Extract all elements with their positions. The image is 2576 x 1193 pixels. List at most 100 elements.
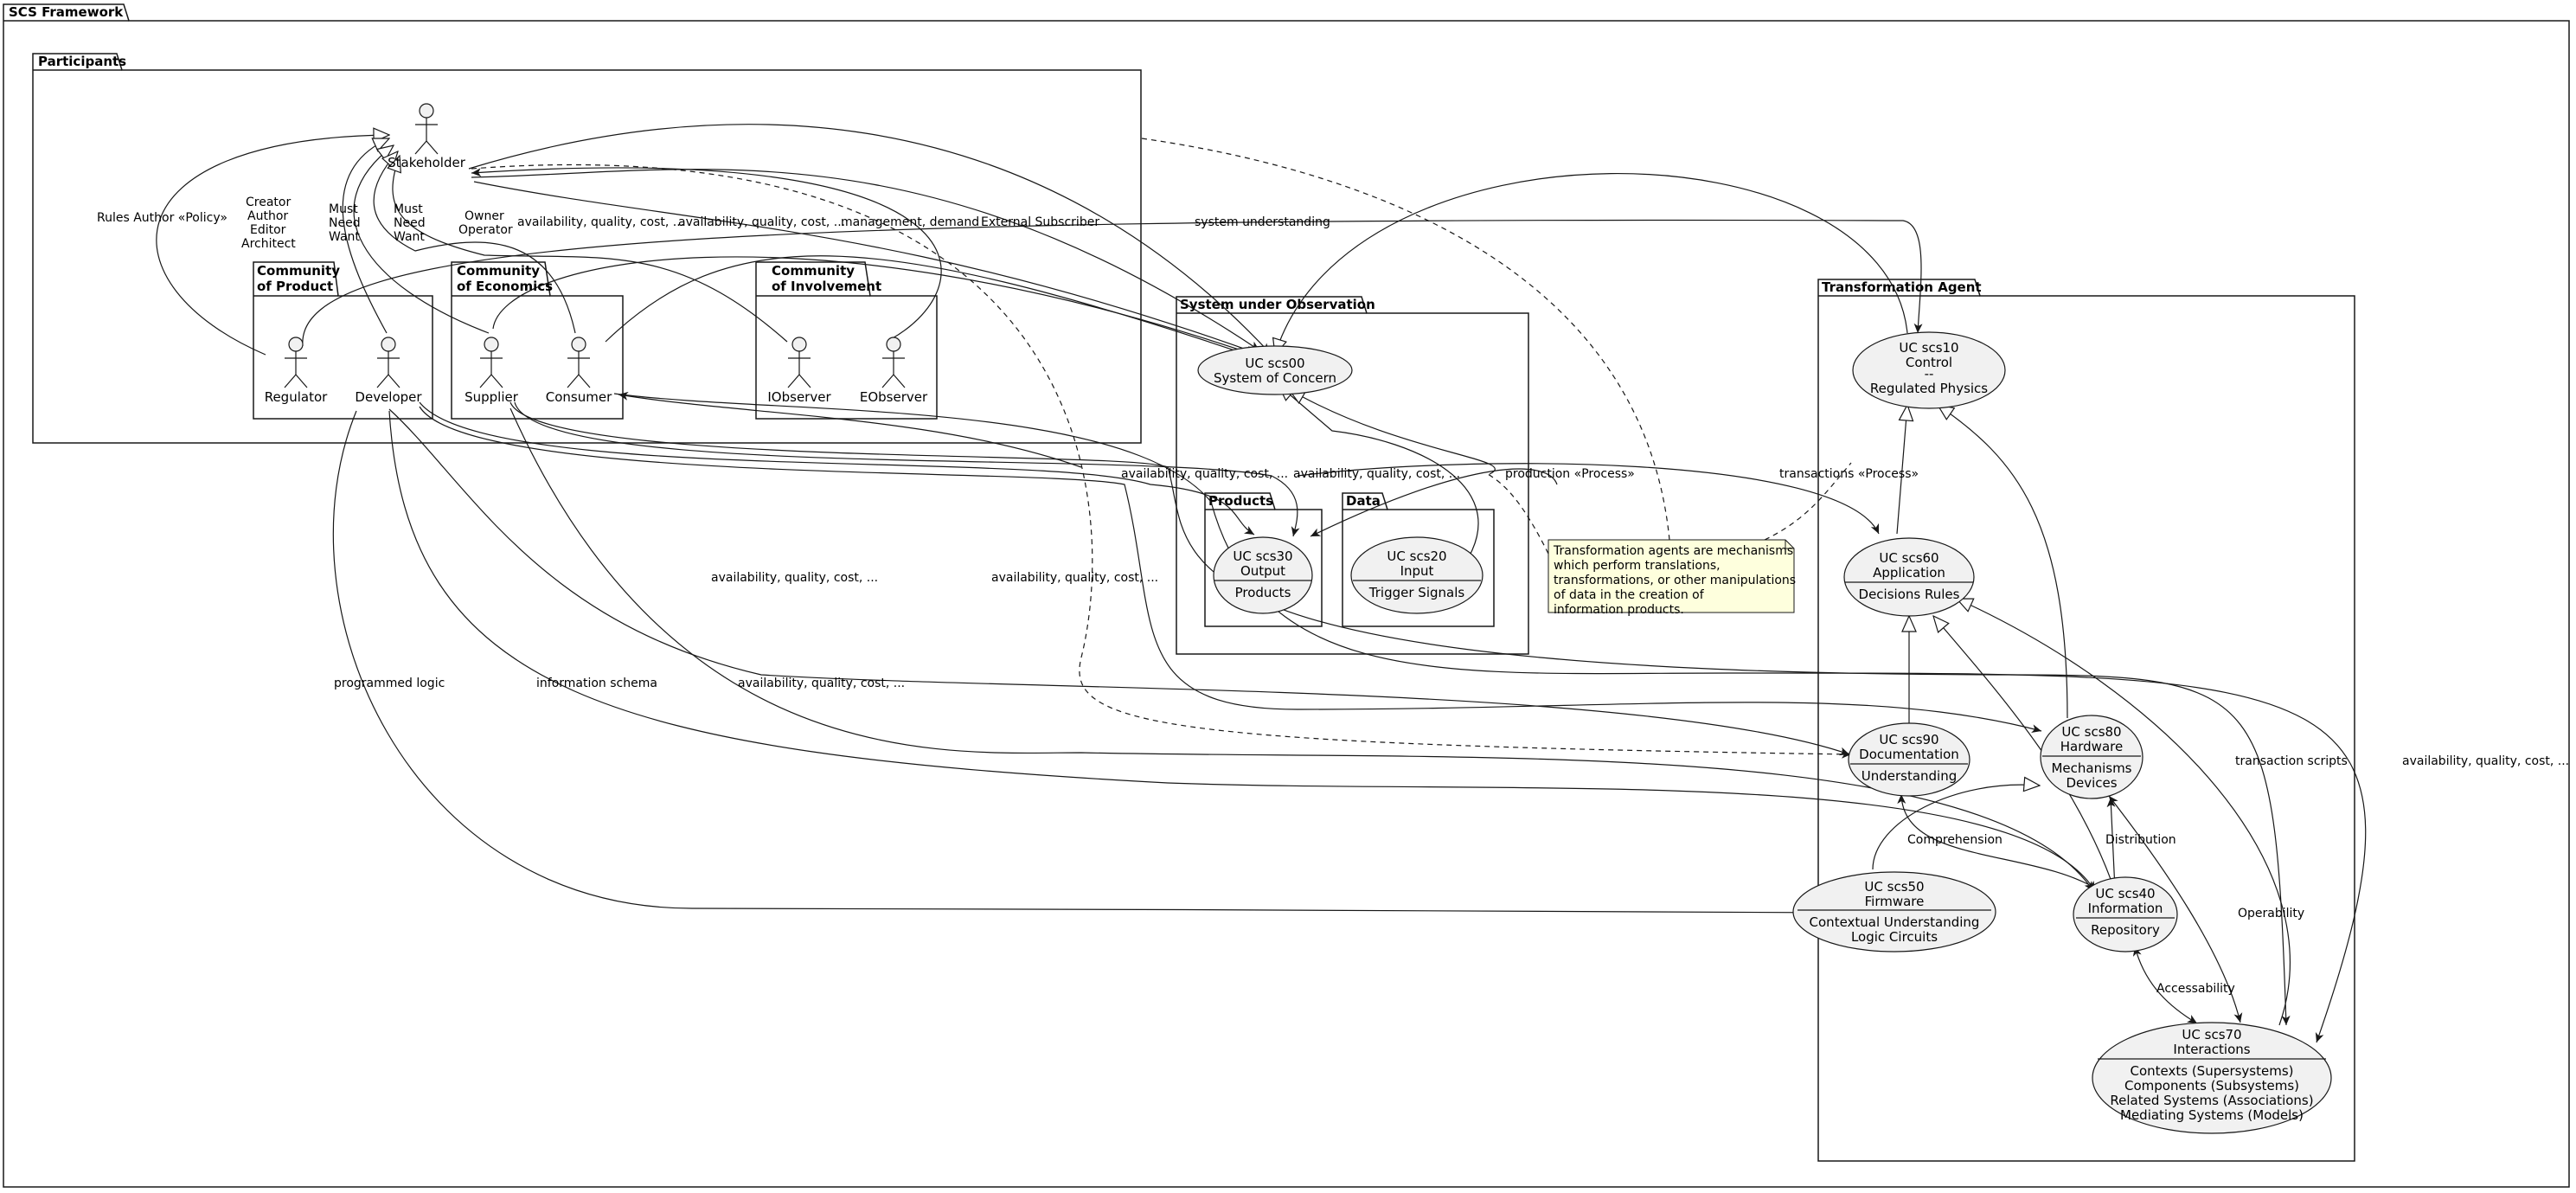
note-transformation-agents: Transformation agents are mechanisms whi… [1548,539,1796,617]
edge-supplier-scs70 [509,401,2291,1026]
package-community-product: Community of Product [253,261,433,420]
edge-supplier-scs00 [473,181,1257,354]
usecase-scs00: UC scs00 System of Concern [1197,345,1353,395]
edge-economics-scs00 [492,256,1255,356]
uc-scs00-title: UC scs00 [1245,356,1304,371]
uc-scs10-detail: Regulated Physics [1870,381,1988,396]
label-mnw2-3: Want [394,230,425,244]
uc-scs10-title: UC scs10 [1899,340,1958,356]
actor-name-regulator: Regulator [265,389,328,405]
uc-scs70-title: UC scs70 [2182,1027,2241,1042]
uc-scs60-detail: Decisions Rules [1859,587,1960,602]
edge-supplier-scs80 [419,406,2042,734]
label-aqc-5: availability, quality, cost, ... [711,571,878,585]
edge-supplier-stakeholder [353,145,490,334]
note-line-4: of data in the creation of [1554,588,1705,602]
edge-consumer-stakeholder [373,151,576,334]
uc-scs30-title: UC scs30 [1233,548,1292,564]
usecase-scs10: UC scs10 Control -- Regulated Physics [1852,331,2006,409]
actor-eobserver: EObserver [860,337,928,405]
usecase-scs20: UC scs20 Input Trigger Signals [1350,536,1483,614]
edge-note-data [1487,473,1549,555]
edge-scs40-scs90 [1897,793,2101,892]
usecase-scs50: UC scs50 Firmware Contextual Understandi… [1792,871,1996,952]
usecase-scs70: UC scs70 Interactions Contexts (Supersys… [2092,1022,2332,1134]
label-aqc-6: availability, quality, cost, ... [991,571,1158,585]
edge-scs40-scs70 [2132,946,2198,1024]
uc-scs80-title: UC scs80 [2061,724,2121,740]
package-title-products: Products [1208,493,1273,509]
label-production-process: production «Process» [1505,467,1635,481]
uc-scs40-name: Information [2088,901,2163,916]
edge-consumer-scs00 [605,255,1253,358]
uc-scs50-title: UC scs50 [1864,879,1924,895]
label-information-schema: information schema [536,677,657,690]
uc-scs70-detail-3: Related Systems (Associations) [2110,1093,2313,1108]
uc-scs50-name: Firmware [1865,894,1925,909]
note-line-2: which perform translations, [1554,559,1721,573]
package-title-framework: SCS Framework [9,4,124,20]
package-title-sou: System under Observation [1180,297,1375,312]
edge-scs50-scs80 [1872,785,2040,870]
uc-scs10-name: Control [1906,355,1952,370]
actor-name-consumer: Consumer [546,389,612,405]
uc-scs40-detail: Repository [2091,922,2160,938]
edge-scs60-scs10 [1896,405,1907,535]
label-mnw2-2: Need [394,216,426,230]
package-title-involvement-1: Community [772,263,855,279]
uc-scs20-title: UC scs20 [1387,548,1446,564]
label-transactions-process: transactions «Process» [1779,467,1919,481]
package-title-participants: Participants [38,54,126,69]
label-mnw1-1: Must [329,202,358,216]
label-comprehension: Comprehension [1907,833,2002,847]
edge-scs20-scs00 [1278,385,1479,555]
package-title-economics-2: of Economics [457,279,553,294]
actor-iobserver: IObserver [767,337,831,405]
edge-note-participants [1141,138,1670,541]
note-line-3: transformations, or other manipulations [1554,574,1796,587]
edge-developer-scs30 [419,401,1255,536]
actor-name-iobserver: IObserver [767,389,831,405]
edge-regulator-scs10 [302,219,1923,347]
uc-scs30-detail: Products [1235,585,1291,600]
edge-supplier-scs30 [514,401,1300,537]
package-transformation-agent: Transformation Agent [1817,279,2355,1162]
uc-scs50-detail-1: Contextual Understanding [1810,914,1980,930]
uc-scs10-sep: -- [1925,366,1934,382]
edge-developer-scs40 [388,410,2096,892]
edge-stakeholder-scs90 [471,164,1852,759]
label-creator-4: Architect [241,237,296,251]
uc-scs60-title: UC scs60 [1879,550,1938,566]
package-data: Data [1342,492,1495,627]
package-title-data: Data [1346,493,1381,509]
edge-production-scs30 [1310,468,1558,537]
edge-developer-stakeholder [342,138,389,334]
uc-scs70-detail-2: Components (Subsystems) [2124,1078,2299,1094]
label-mnw1-2: Need [329,216,361,230]
label-distribution: Distribution [2105,833,2176,847]
label-programmed-logic: programmed logic [334,677,445,690]
package-scs-framework: SCS Framework [3,3,2570,1188]
label-aqc-2: availability, quality, cost, ... [678,215,845,229]
uc-scs20-name: Input [1400,563,1434,579]
uc-scs70-detail-4: Mediating Systems (Models) [2120,1107,2304,1123]
usecase-scs90: UC scs90 Documentation Understanding [1848,722,1970,797]
label-aqc-1: availability, quality, cost, ... [517,215,684,229]
usecase-scs40: UC scs40 Information Repository [2073,876,2178,952]
label-aqc-4: availability, quality, cost, ... [1293,467,1460,481]
package-community-economics: Community of Economics [451,261,624,420]
actor-regulator: Regulator [265,337,328,405]
uc-scs60-name: Application [1873,565,1945,580]
label-creator-1: Creator [246,196,291,209]
package-title-product-1: Community [257,263,340,279]
label-accessability: Accessability [2156,982,2235,996]
uc-scs80-name: Hardware [2060,739,2123,754]
uc-scs90-title: UC scs90 [1879,732,1938,747]
label-operator: Operator [458,223,513,237]
package-title-product-2: of Product [257,279,333,294]
package-title-agent: Transformation Agent [1822,279,1982,295]
label-mnw1-3: Want [329,230,360,244]
edge-consumer-bottom [618,391,1082,468]
edge-scs40-scs60 [1933,616,2116,892]
uc-scs80-detail-1: Mechanisms [2051,760,2131,776]
